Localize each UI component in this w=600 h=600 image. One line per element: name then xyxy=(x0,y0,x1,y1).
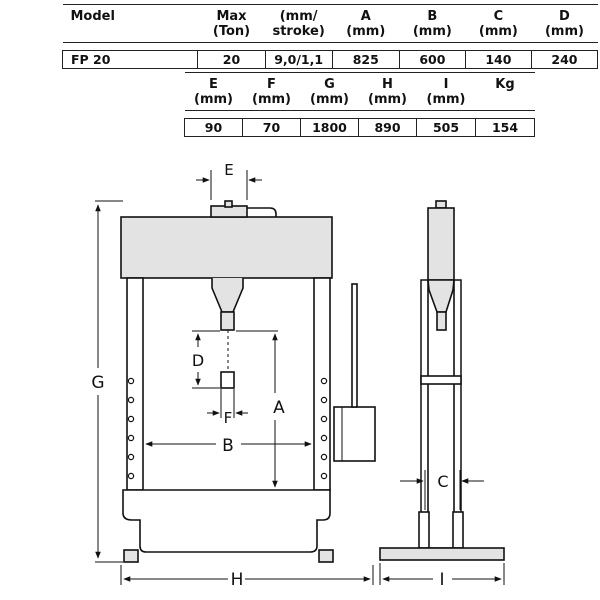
dim-label-b: B xyxy=(222,436,234,456)
value-a: 825 xyxy=(331,50,400,69)
dimension-lines xyxy=(95,170,505,585)
header-h: H(mm) xyxy=(368,76,407,107)
table-value-row: 90 70 1800 890 505 154 xyxy=(184,118,535,137)
dim-label-c: C xyxy=(437,472,448,491)
dimension-labels: E G D A F B H C I xyxy=(91,161,448,590)
dim-label-a: A xyxy=(273,398,285,418)
header-kg: Kg xyxy=(495,77,515,92)
ram-tip-extended xyxy=(220,371,235,389)
right-foot xyxy=(318,549,334,563)
header-f: F(mm) xyxy=(252,76,291,107)
value-stroke: 9,0/1,1 xyxy=(264,50,333,69)
value-f: 70 xyxy=(242,118,301,137)
press-bed xyxy=(122,489,331,553)
pump-lever xyxy=(351,283,358,408)
pump-housing xyxy=(333,406,376,462)
header-b: B(mm) xyxy=(412,8,452,39)
header-model: Model xyxy=(70,9,115,24)
side-cone xyxy=(427,279,455,313)
table-header-row: E(mm) F(mm) G(mm) H(mm) I(mm) Kg xyxy=(184,72,535,111)
value-max-ton: 20 xyxy=(197,50,266,69)
spec-table-bottom: E(mm) F(mm) G(mm) H(mm) I(mm) Kg 90 70 1… xyxy=(184,72,535,137)
side-base xyxy=(379,547,505,561)
ram-tip xyxy=(220,311,235,331)
left-foot xyxy=(123,549,139,563)
top-crossbeam xyxy=(120,216,333,279)
table-header-row: Model Max(Ton) (mm/stroke) A(mm) B(mm) C… xyxy=(62,4,598,43)
dim-label-d: D xyxy=(192,351,204,370)
value-b: 600 xyxy=(398,50,466,69)
ram-cone xyxy=(211,278,244,313)
dim-label-e: E xyxy=(224,161,233,179)
side-uprights xyxy=(418,511,430,549)
header-stroke: (mm/stroke) xyxy=(272,8,325,39)
header-e: E(mm) xyxy=(194,76,233,107)
value-h: 890 xyxy=(358,118,417,137)
header-c: C(mm) xyxy=(478,8,518,39)
dim-label-i: I xyxy=(439,570,444,590)
value-kg: 154 xyxy=(475,118,535,137)
value-c: 140 xyxy=(464,50,532,69)
value-d: 240 xyxy=(530,50,599,69)
header-i: I(mm) xyxy=(426,76,466,107)
value-i: 505 xyxy=(416,118,476,137)
header-a: A(mm) xyxy=(346,8,386,39)
front-view xyxy=(120,200,376,563)
dim-label-g: G xyxy=(91,373,104,393)
dim-label-h: H xyxy=(231,570,244,590)
side-cylinder xyxy=(427,207,455,281)
spec-table-top: Model Max(Ton) (mm/stroke) A(mm) B(mm) C… xyxy=(61,4,599,69)
table-value-row: FP 20 20 9,0/1,1 825 600 140 240 xyxy=(61,50,599,69)
side-view xyxy=(379,200,505,561)
value-model: FP 20 xyxy=(61,50,199,69)
header-max-ton: Max(Ton) xyxy=(212,8,251,39)
header-g: G(mm) xyxy=(310,76,349,107)
header-d: D(mm) xyxy=(544,8,584,39)
dim-label-f: F xyxy=(224,409,233,427)
